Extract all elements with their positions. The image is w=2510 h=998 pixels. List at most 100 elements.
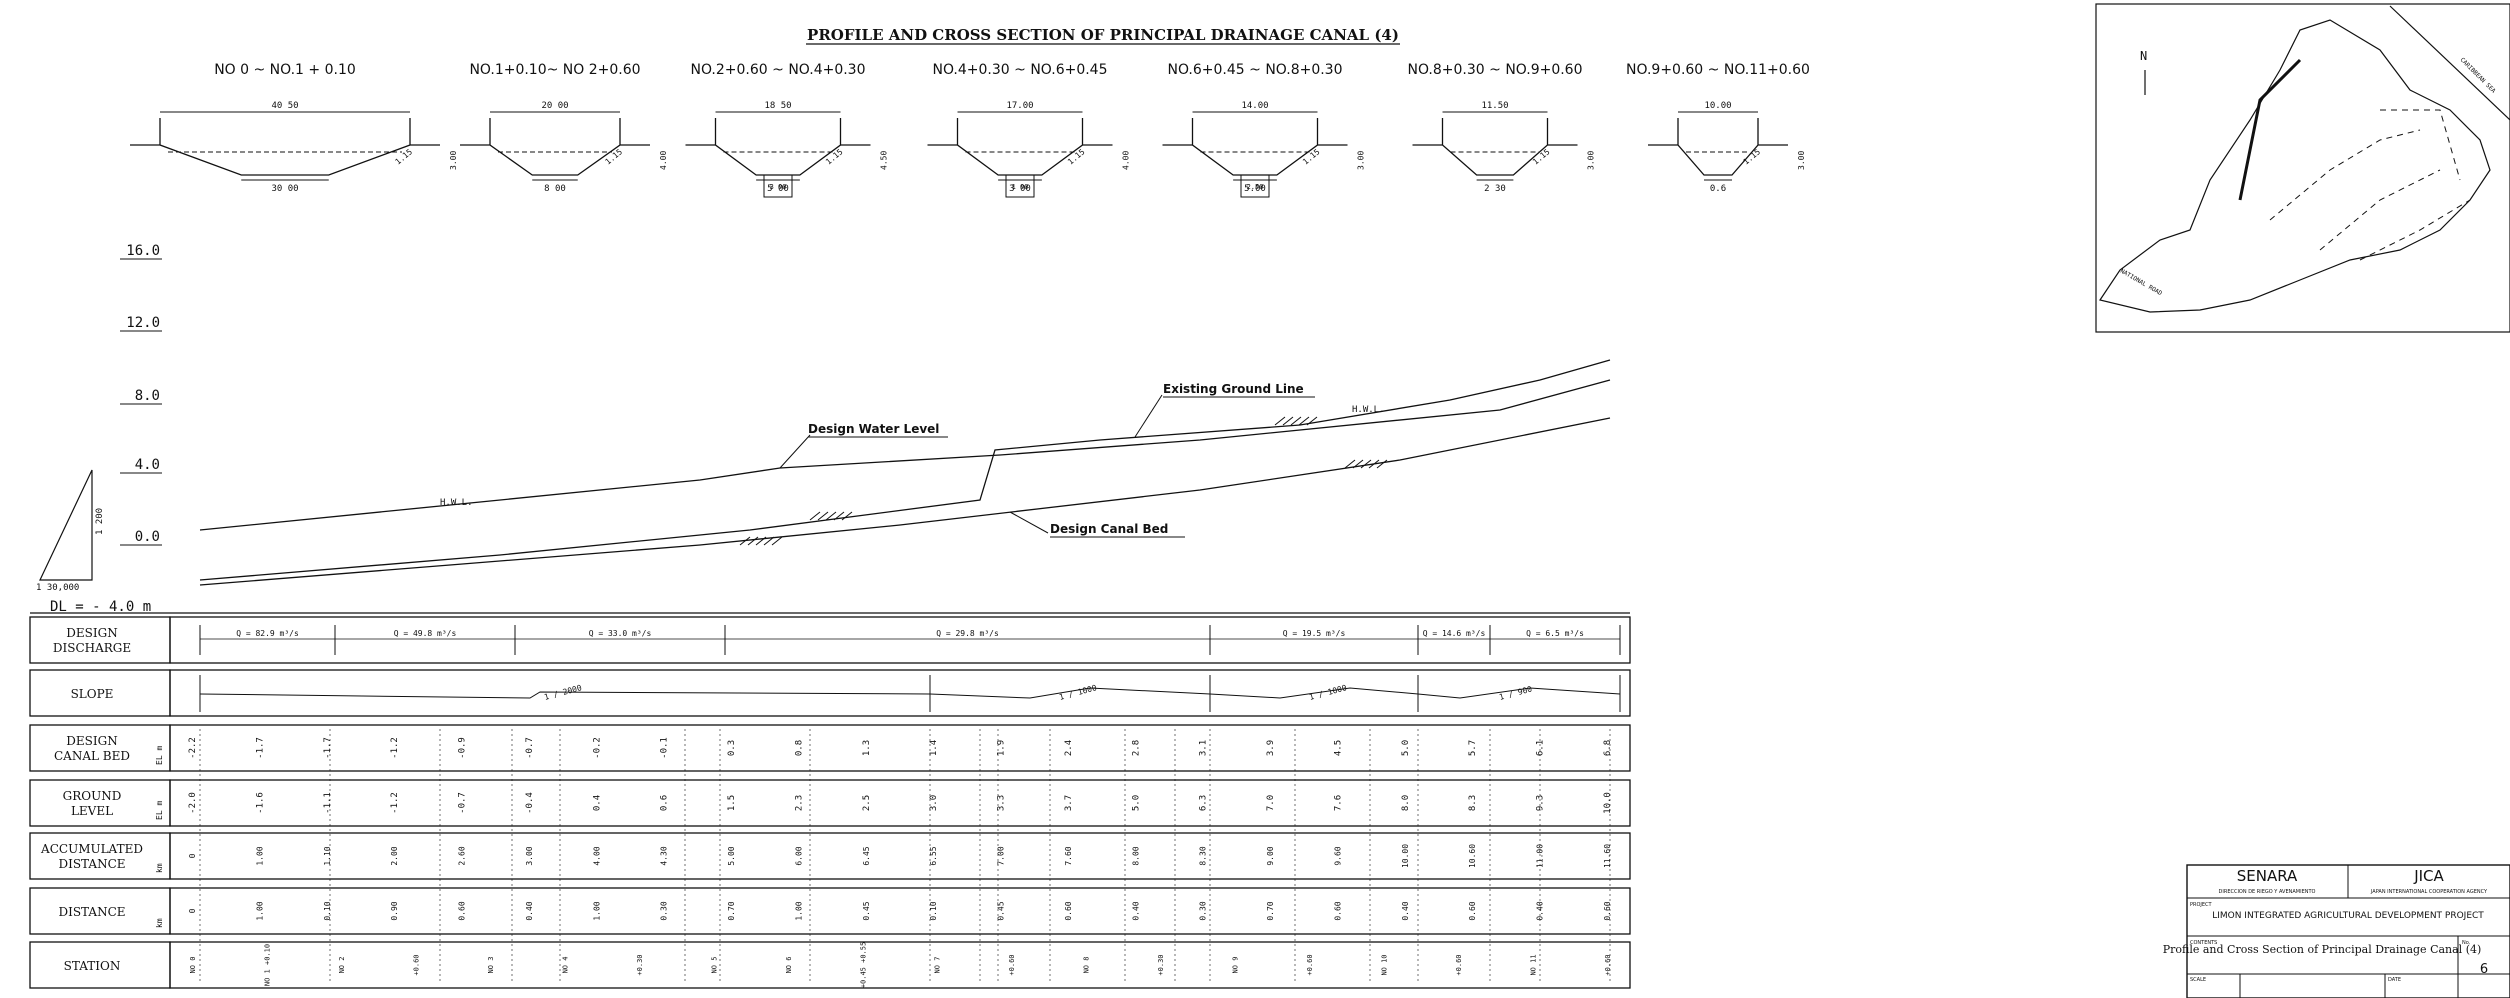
section-inner-channel [763,174,793,198]
slope-value: 1 / 900 [1498,684,1533,701]
accumulated-value: 6.45 [862,846,871,865]
hatch-mark [809,511,853,521]
table-row-data-cell [169,724,1631,772]
leader-line [1009,511,1049,534]
discharge-value: Q = 19.5 m³/s [1283,629,1346,638]
accumulated-value: 11.00 [1536,844,1545,868]
section-station-label: NO.1+0.10~ NO 2+0.60 [469,62,640,78]
canal-bed-value: 6.8 [1603,740,1613,756]
section-inner-channel [1005,174,1035,198]
slope-value: 1 / 2000 [543,683,583,702]
ground-level-value: 6.3 [1199,795,1209,811]
table-row-label: GROUND [63,789,122,803]
section-depth: 3.00 [1797,151,1806,170]
design-canal-bed-line [199,417,1611,586]
slope-line [929,687,1211,699]
slope-line [1209,687,1419,699]
station-value: NO 3 [487,957,495,974]
table-row-unit: EL m [155,746,164,765]
section-outline [685,118,871,176]
other-canals [2269,109,2471,261]
table-row-data-cell [169,616,1631,664]
accumulated-value: 8.30 [1199,846,1208,865]
accumulated-value: 6.00 [794,846,803,865]
canal-bed-value: -0.1 [660,737,670,759]
section-bottom-width: 3 00 [1009,184,1031,194]
station-value: NO 8 [1083,957,1091,974]
ground-level-value: -1.1 [323,792,333,814]
elev-tick-16: 16.0 [126,243,160,259]
distance-value: 0 [188,908,197,913]
canal-bed-value: -0.2 [592,737,602,759]
hatch-mark [1344,459,1388,469]
section-bottom-width: 0.6 [1710,184,1726,194]
accumulated-value: 4.30 [660,846,669,865]
accumulated-value: 8.00 [1131,846,1140,865]
section-outline [460,118,650,176]
sheet-no-label: No. [2462,940,2471,946]
table-row-label: DISTANCE [58,905,125,919]
map-boundary [2099,19,2491,313]
elev-tick-8: 8.0 [135,388,160,404]
accumulated-value: 0 [188,853,197,858]
ground-level-value: -1.2 [390,792,400,814]
discharge-value: Q = 29.8 m³/s [936,629,999,638]
station-value: +0.60 [1604,954,1612,975]
accumulated-value: 6.55 [929,846,938,865]
jica-subtitle: JAPAN INTERNATIONAL COOPERATION AGENCY [2370,889,2488,895]
table-row-data-cell [169,941,1631,989]
distance-value: 1.00 [794,901,803,920]
station-value: +0.60 [412,954,420,975]
station-value: NO 4 [561,957,569,974]
section-top-width: 18 50 [764,101,791,111]
section-inner-width: 3 00 [770,183,787,191]
station-value: NO 6 [785,957,793,974]
table-row-label: DESIGN [66,626,117,640]
distance-value: 0.10 [929,901,938,920]
longitudinal-profile: Design Water Level Existing Ground Line … [199,359,1611,586]
ground-level-value: -0.4 [525,792,535,814]
map-label-road: NATIONAL ROAD [2119,268,2164,298]
distance-value: 0.40 [1401,901,1410,920]
ground-level-value: 10.0 [1603,792,1613,814]
section-outline [1162,118,1348,176]
existing-ground-line [199,359,1611,581]
ground-level-value: 7.0 [1266,795,1276,811]
canal-bed-value: -1.7 [255,737,265,759]
ground-level-value: 3.7 [1064,795,1074,811]
distance-value: 0.60 [1468,901,1477,920]
section-side-slope: 1.15 [1531,147,1552,166]
distance-value: 1.00 [255,901,264,920]
ground-level-value: 8.0 [1401,795,1411,811]
ground-level-value: 2.5 [862,795,872,811]
section-depth: 3.00 [1587,151,1596,170]
discharge-value: Q = 6.5 m³/s [1526,629,1584,638]
contents-label: CONTENTS [2190,940,2217,946]
section-bottom-width: 5.00 [1244,184,1266,194]
section-side-slope: 1.15 [824,147,845,166]
hwl-label: H.W.L. [1352,405,1385,415]
section-top-width: 11.50 [1481,101,1508,111]
coastline [2389,5,2510,121]
distance-value: 1.00 [592,901,601,920]
section-top-width: 20 00 [541,101,568,111]
drawing-contents: Profile and Cross Section of Principal D… [2163,943,2482,956]
title-block: SENARA DIRECCION DE RIEGO Y AVENAMIENTO … [2163,864,2510,998]
ground-level-value: 9.3 [1536,795,1546,811]
distance-value: 0.60 [1333,901,1342,920]
ground-level-value: 5.0 [1131,795,1141,811]
canal-bed-value: 3.9 [1266,740,1276,756]
ground-level-value: 3.3 [997,795,1007,811]
distance-value: 0.10 [323,901,332,920]
distance-value: 0.45 [997,901,1006,920]
section-depth: 3.00 [1357,151,1366,170]
section-top-width: 10.00 [1704,101,1731,111]
table-row-data-cell [169,832,1631,880]
design-water-level-line [199,379,1611,531]
distance-value: 0.60 [1064,901,1073,920]
station-value: NO 0 [189,957,197,974]
table-row-label: DISTANCE [58,857,125,871]
slope-value: 1 / 1000 [1058,683,1098,702]
ground-level-value: 1.5 [727,795,737,811]
